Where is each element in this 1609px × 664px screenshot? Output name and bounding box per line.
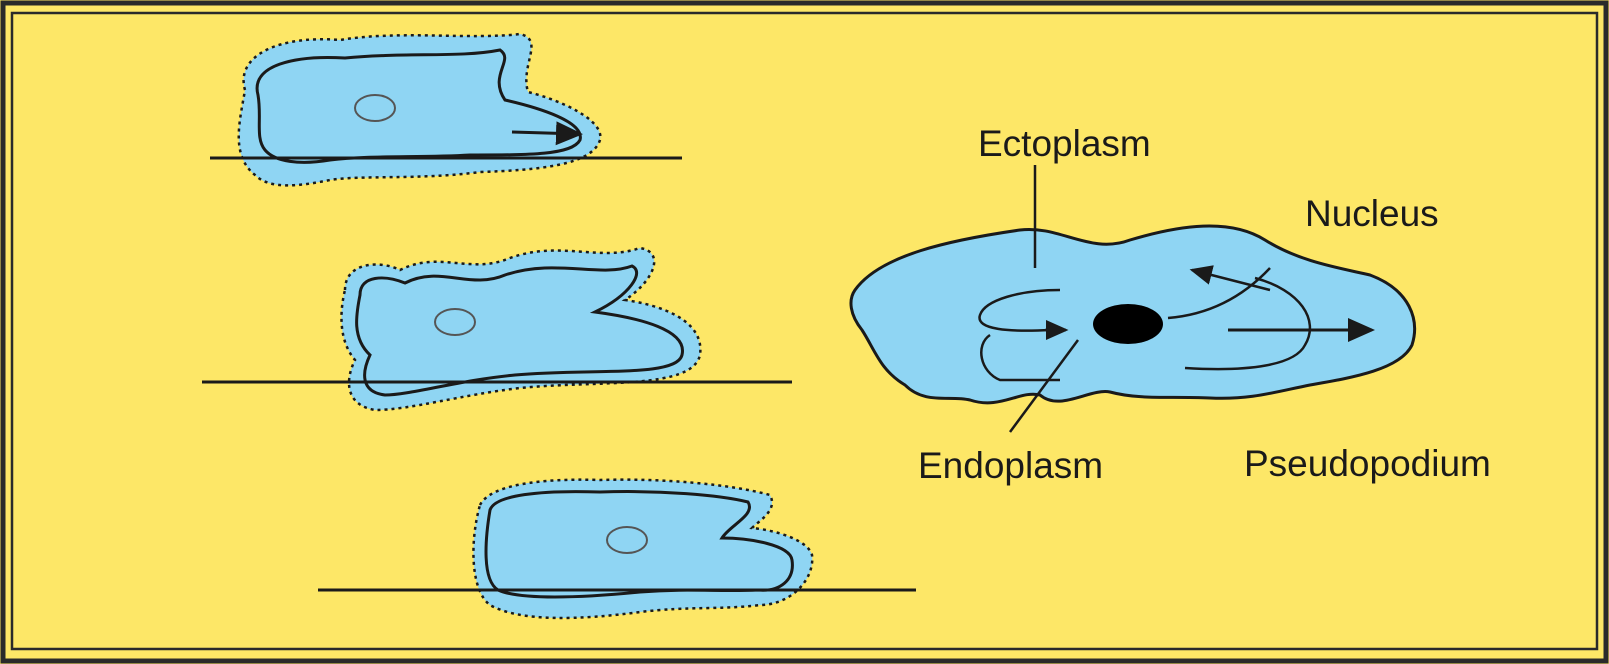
nucleus-shape — [1093, 304, 1163, 344]
label-ectoplasm: Ectoplasm — [978, 123, 1151, 164]
label-nucleus: Nucleus — [1305, 193, 1439, 234]
label-endoplasm: Endoplasm — [918, 445, 1103, 486]
amoeba-1-direction-arrow — [512, 132, 580, 134]
label-pseudopodium: Pseudopodium — [1244, 443, 1491, 484]
